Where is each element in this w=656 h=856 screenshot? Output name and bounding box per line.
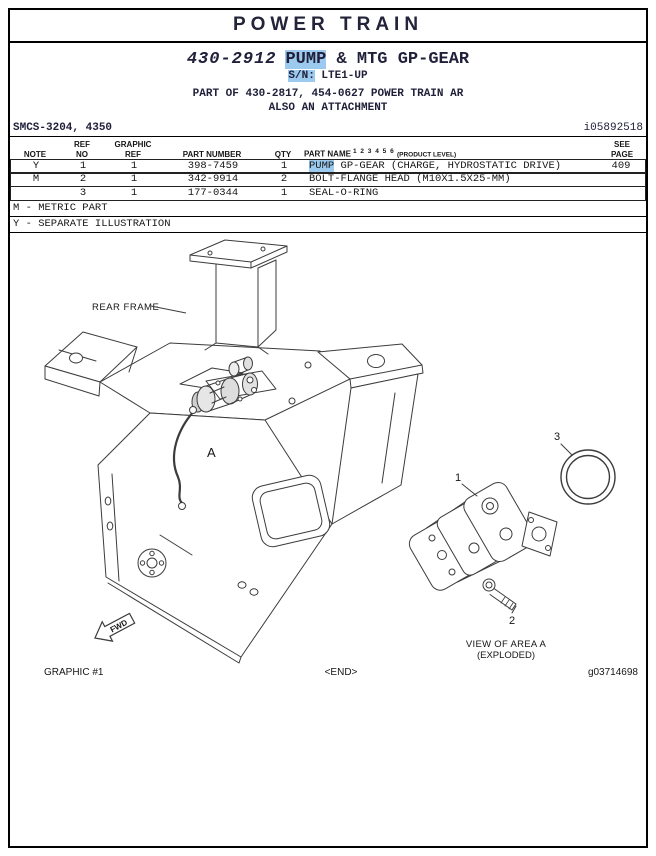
table-row: 3 1 177-0344 1 SEAL-O-RING: [10, 185, 646, 202]
graphic-id: g03714698: [587, 667, 638, 679]
graphic-cell: 1: [130, 173, 138, 186]
serial-value: LTE1-UP: [314, 70, 368, 82]
see-page-cell: [597, 187, 645, 200]
header-note: NOTE: [23, 149, 47, 159]
header-product-level-numbers: 1 2 3 4 5 6: [352, 147, 395, 155]
note-cell: M: [32, 173, 40, 186]
exploded-view: [408, 443, 616, 614]
gear-pump: [408, 482, 558, 591]
section-title: POWER TRAIN: [232, 14, 424, 35]
qty-cell: 1: [280, 186, 288, 199]
callout-2: 2: [509, 615, 515, 627]
header-graphic-ref: GRAPHIC REF: [104, 140, 162, 159]
header-part-name-label: PART NAME: [304, 149, 351, 159]
table-row: Y 1 1 398-7459 1 PUMP GP-GEAR (CHARGE, H…: [10, 158, 646, 174]
header-product-level-label: (PRODUCT LEVEL): [396, 151, 457, 159]
view-title: VIEW OF AREA A: [466, 639, 547, 650]
part-number-cell: 177-0344: [187, 186, 239, 199]
header-see-line1: SEE: [613, 140, 630, 149]
ref-cell: 2: [79, 173, 87, 186]
legend-metric: M - METRIC PART: [10, 201, 646, 218]
callout-leader-lines: [461, 443, 573, 614]
header-qty: QTY: [274, 149, 292, 159]
header-see-page: SEE PAGE: [598, 140, 646, 159]
parts-table: NOTE REF NO GRAPHIC REF PART NUMBER QTY …: [10, 137, 646, 202]
header-part-number: PART NUMBER: [182, 149, 242, 159]
fwd-arrow: FWD: [94, 612, 136, 643]
legend-separate-illustration: Y - SEPARATE ILLUSTRATION: [10, 217, 646, 234]
meta-row: SMCS-3204, 4350 i05892518: [10, 122, 646, 137]
callout-3: 3: [554, 431, 560, 443]
table-row: M 2 1 342-9914 2 BOLT-FLANGE HEAD (M10X1…: [10, 172, 646, 188]
fwd-arrow-shape: [94, 612, 136, 643]
header-ref-line1: REF: [74, 140, 90, 149]
view-subtitle: (EXPLODED): [477, 650, 535, 661]
part-number-cell: 342-9914: [187, 173, 239, 186]
pump-assembly-drawing: [173, 356, 277, 511]
graphic-cell: 1: [130, 186, 138, 199]
see-page-cell: [597, 173, 645, 186]
technical-drawing: REAR FRAME A FWD: [44, 239, 616, 664]
ref-cell: 3: [79, 186, 87, 199]
page-title: POWER TRAIN: [10, 10, 646, 43]
figure-area: REAR FRAME A FWD: [10, 233, 646, 665]
qty-cell: 1: [280, 159, 288, 172]
part-heading-line: 430-2912 PUMP & MTG GP-GEAR: [10, 50, 646, 69]
table-legend: M - METRIC PART Y - SEPARATE ILLUSTRATIO…: [10, 201, 646, 234]
part-number-heading: 430-2912: [186, 50, 277, 69]
part-name-text: BOLT-FLANGE HEAD (M10X1.5X25-MM): [309, 173, 511, 186]
graphic-cell: 1: [130, 159, 138, 172]
serial-label: S/N:: [288, 70, 315, 82]
attachment-line: ALSO AN ATTACHMENT: [268, 102, 388, 114]
figure-footer: GRAPHIC #1 <END> g03714698: [10, 667, 646, 678]
note-cell: Y: [32, 159, 40, 172]
rear-frame-drawing: [44, 239, 424, 664]
ref-cell: 1: [79, 159, 87, 172]
part-name-cell: PUMP GP-GEAR (CHARGE, HYDROSTATIC DRIVE): [305, 159, 597, 173]
callout-1: 1: [455, 472, 461, 484]
qty-cell: 2: [280, 173, 288, 186]
part-name-cell: BOLT-FLANGE HEAD (M10X1.5X25-MM): [305, 173, 597, 186]
document-id: i05892518: [583, 122, 643, 134]
highlighted-term-pump: PUMP: [309, 159, 335, 172]
table-header-row: NOTE REF NO GRAPHIC REF PART NUMBER QTY …: [10, 137, 646, 160]
rear-frame-leader-line: [150, 305, 187, 314]
header-see-line2: PAGE: [610, 149, 634, 159]
bolt: [482, 578, 517, 611]
serial-line: S/N: LTE1-UP: [10, 70, 646, 82]
hose-line: [173, 409, 196, 505]
rear-frame-label: REAR FRAME: [92, 302, 159, 313]
part-number-cell: 398-7459: [187, 159, 239, 172]
note-cell: [11, 187, 61, 200]
part-of-line: PART OF 430-2817, 454-0627 POWER TRAIN A…: [192, 88, 464, 100]
header-graphic-line1: GRAPHIC: [114, 140, 152, 149]
area-a-label: A: [207, 445, 216, 460]
header-ref-line2: NO: [76, 149, 88, 159]
o-ring: [560, 449, 616, 505]
header-graphic-line2: REF: [125, 149, 141, 159]
end-marker: <END>: [324, 667, 358, 679]
see-page-cell: 409: [611, 159, 631, 172]
part-name-cell: SEAL-O-RING: [305, 187, 597, 200]
highlighted-term-pump: PUMP: [285, 50, 327, 69]
part-name-text: GP-GEAR (CHARGE, HYDROSTATIC DRIVE): [334, 159, 562, 172]
part-name-heading: & MTG GP-GEAR: [326, 50, 470, 69]
smcs-code: SMCS-3204, 4350: [13, 122, 113, 134]
part-name-text: SEAL-O-RING: [309, 186, 379, 199]
graphic-number-label: GRAPHIC #1: [44, 667, 104, 679]
header-ref-no: REF NO: [60, 140, 104, 159]
